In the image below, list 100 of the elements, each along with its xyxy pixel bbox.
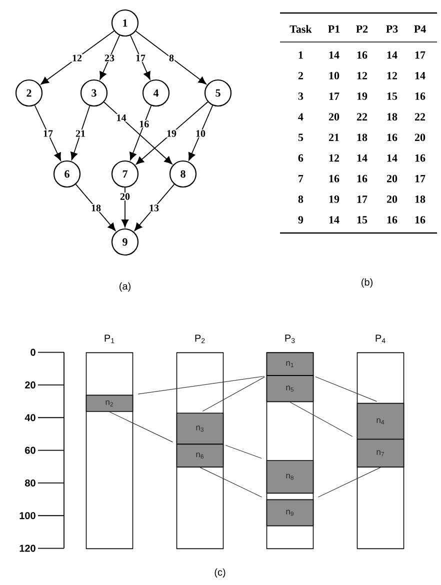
table-value: 18	[415, 196, 426, 203]
table-value: 6	[298, 154, 304, 162]
task-block: n$_{1}$	[266, 352, 314, 376]
table-value: 18	[357, 134, 368, 142]
table-header: P4	[414, 25, 426, 33]
table-header: P2	[356, 25, 368, 33]
task-block: n$_{3}$	[176, 412, 224, 445]
table-value: 14	[415, 72, 426, 80]
edge-label: 17	[134, 54, 146, 62]
task-block: n$_{9}$	[266, 499, 314, 526]
arrow	[134, 184, 175, 231]
table-value: 19	[357, 92, 368, 100]
connector-line	[202, 376, 265, 412]
table-value: 4	[298, 113, 304, 120]
edge-label: 8	[168, 54, 175, 62]
table-value: 14	[329, 51, 340, 59]
task-block: n$_{4}$	[356, 402, 404, 440]
edge-label: 21	[74, 130, 86, 138]
connector-line	[200, 467, 262, 498]
connector-line	[315, 376, 378, 402]
axis-tick-label: 40	[24, 414, 36, 422]
arrow	[188, 105, 214, 161]
subfigure-label: (a)	[120, 282, 130, 292]
column-header: P$_{2}$	[195, 334, 205, 344]
table-value: 19	[329, 196, 340, 203]
table-value: 8	[298, 196, 304, 203]
edge-label: 18	[90, 204, 102, 212]
table-value: 3	[298, 92, 304, 100]
table-value: 2	[298, 72, 303, 80]
table-value: 14	[387, 154, 398, 162]
table-value: 14	[387, 51, 398, 59]
table-value: 15	[387, 92, 398, 100]
table-value: 16	[415, 92, 426, 100]
edge-label: 10	[194, 130, 206, 138]
table-value: 16	[415, 154, 426, 162]
axis-tick-label: 80	[25, 479, 36, 486]
subfigure-label: (b)	[362, 278, 372, 288]
column-header: P$_{1}$	[104, 334, 114, 344]
table-value: 20	[414, 134, 426, 142]
connector-line	[109, 412, 174, 442]
table-value: 22	[356, 113, 368, 120]
table-value: 17	[357, 196, 368, 203]
table-value: 15	[357, 216, 368, 224]
arrow	[70, 105, 90, 160]
table-value: 17	[415, 51, 426, 59]
edge-label: 20	[119, 192, 131, 201]
table-value: 22	[414, 113, 426, 120]
table-value: 16	[329, 174, 340, 182]
edge-label: 23	[104, 54, 116, 62]
table-header: P1	[328, 25, 340, 33]
axis-tick-label: 20	[25, 381, 36, 388]
arrow	[40, 30, 114, 85]
task-block: n$_{5}$	[266, 375, 314, 402]
table-value: 1	[298, 51, 303, 59]
table-value: 16	[357, 51, 368, 59]
table-value: 20	[386, 196, 398, 203]
arrow	[75, 184, 116, 231]
subfigure-label: (c)	[214, 568, 226, 578]
axis-tick-label: 100	[20, 512, 36, 520]
table-value: 16	[387, 216, 398, 224]
task-block: n$_{7}$	[356, 438, 404, 468]
arrow	[34, 104, 62, 161]
table-value: 10	[329, 72, 340, 80]
task-block: n$_{2}$	[86, 394, 134, 412]
table-value: 18	[387, 113, 398, 121]
arrow	[136, 101, 208, 164]
table-value: 20	[386, 174, 398, 182]
task-block: n$_{8}$	[266, 460, 314, 494]
table-value: 14	[357, 154, 368, 162]
table-value: 20	[328, 113, 340, 121]
arrow	[121, 187, 129, 228]
arrow	[130, 105, 152, 160]
table-value: 5	[298, 134, 304, 142]
table-value: 17	[415, 174, 426, 182]
table-value: 16	[387, 134, 398, 142]
table-value: 7	[298, 175, 304, 182]
connector-line	[225, 444, 262, 459]
edge-label: 16	[138, 120, 150, 128]
table-value: 12	[329, 154, 340, 162]
edge-label: 13	[148, 204, 160, 212]
arrow	[104, 102, 172, 164]
edge-label: 17	[42, 130, 54, 138]
table-value: 12	[387, 72, 398, 80]
table-value: 14	[329, 216, 340, 224]
edge-label: 12	[71, 54, 83, 62]
table-value: 12	[357, 72, 368, 80]
table-value: 16	[415, 216, 426, 224]
arrow	[130, 34, 150, 80]
edge-label: 14	[116, 114, 127, 122]
axis-tick-label: 0	[30, 348, 36, 356]
table-value: 21	[328, 134, 339, 142]
table-header: Task	[290, 25, 312, 33]
axis-tick-label: 60	[25, 446, 36, 454]
axis-tick-label: 120	[20, 544, 36, 552]
arrow	[100, 34, 120, 80]
task-block: n$_{6}$	[176, 444, 224, 468]
connector-line	[318, 467, 381, 498]
table-value: 9	[298, 216, 304, 224]
column-header: P$_{4}$	[376, 334, 386, 344]
column-header: P$_{3}$	[285, 334, 295, 344]
